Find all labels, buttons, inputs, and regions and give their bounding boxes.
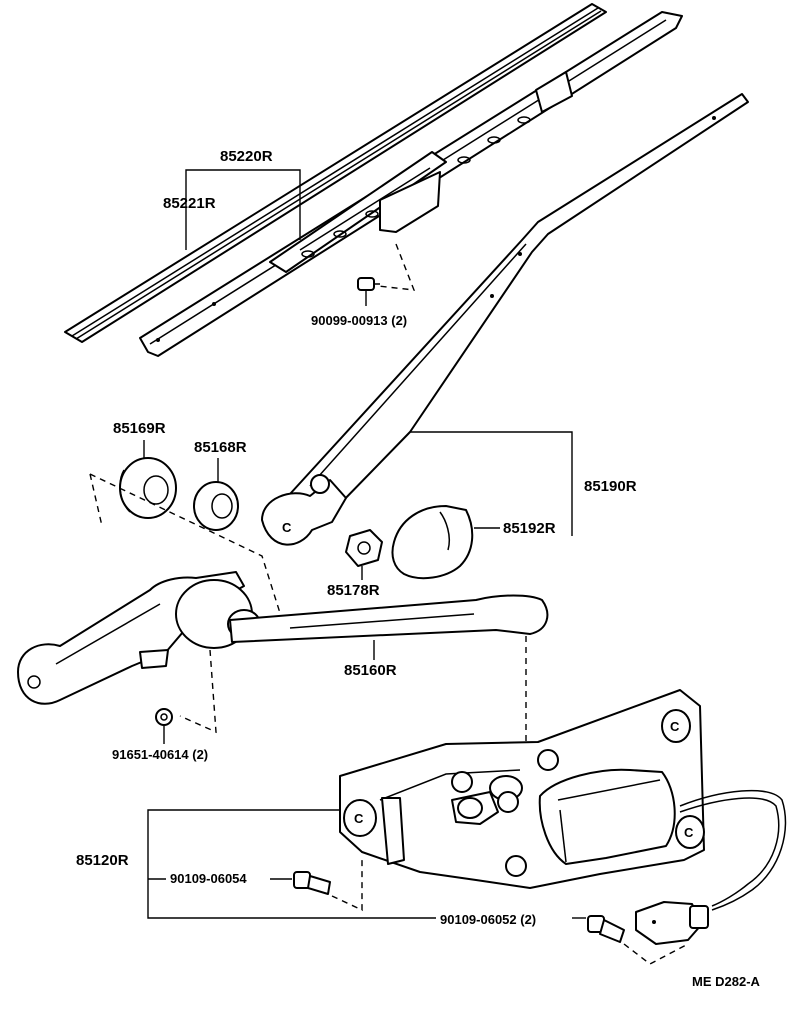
dashed-guide-bolt-a <box>331 860 363 912</box>
bolt-b <box>587 915 625 943</box>
wiper-blade-insert <box>64 3 607 343</box>
label-85169R: 85169R <box>113 420 166 437</box>
label-85178R: 85178R <box>327 582 380 599</box>
diagram-code: ME D282-A <box>692 974 761 989</box>
bolt-a <box>293 871 331 895</box>
cap <box>119 457 177 519</box>
bolt-small <box>357 277 380 306</box>
marker-c-motor-top: C <box>670 719 680 734</box>
arm-cover <box>391 505 474 580</box>
leader-85190R <box>410 431 573 536</box>
label-85220R: 85220R <box>220 148 273 165</box>
dashed-guide-blade-bolt <box>377 243 416 291</box>
wiper-arm: C <box>261 93 749 546</box>
marker-c-motor-right: C <box>684 825 694 840</box>
label-85190R: 85190R <box>584 478 637 495</box>
leader-85220R <box>185 169 301 250</box>
marker-c-arm: C <box>282 520 292 535</box>
label-90099-00913: 90099-00913 (2) <box>311 313 407 328</box>
label-91651-40614: 91651-40614 (2) <box>112 747 208 762</box>
link-rod <box>17 571 549 705</box>
seal <box>193 481 239 531</box>
label-85120R: 85120R <box>76 852 129 869</box>
leader-85120R <box>147 809 436 919</box>
label-85192R: 85192R <box>503 520 556 537</box>
label-85221R: 85221R <box>163 195 216 212</box>
wiper-blade-assembly <box>139 11 683 357</box>
dashed-guide-pivot-nut <box>179 649 217 734</box>
motor-assembly: C C C <box>339 689 705 889</box>
nut <box>345 529 383 567</box>
label-90109-06054: 90109-06054 <box>170 871 247 886</box>
label-85160R: 85160R <box>344 662 397 679</box>
wire-harness <box>635 789 787 945</box>
washer-nut <box>155 708 173 744</box>
marker-c-motor-left: C <box>354 811 364 826</box>
dashed-guide-cap-arm <box>89 473 287 633</box>
label-85168R: 85168R <box>194 439 247 456</box>
dashed-guide-bolt-b <box>623 943 689 965</box>
label-90109-06052: 90109-06052 (2) <box>440 912 536 927</box>
